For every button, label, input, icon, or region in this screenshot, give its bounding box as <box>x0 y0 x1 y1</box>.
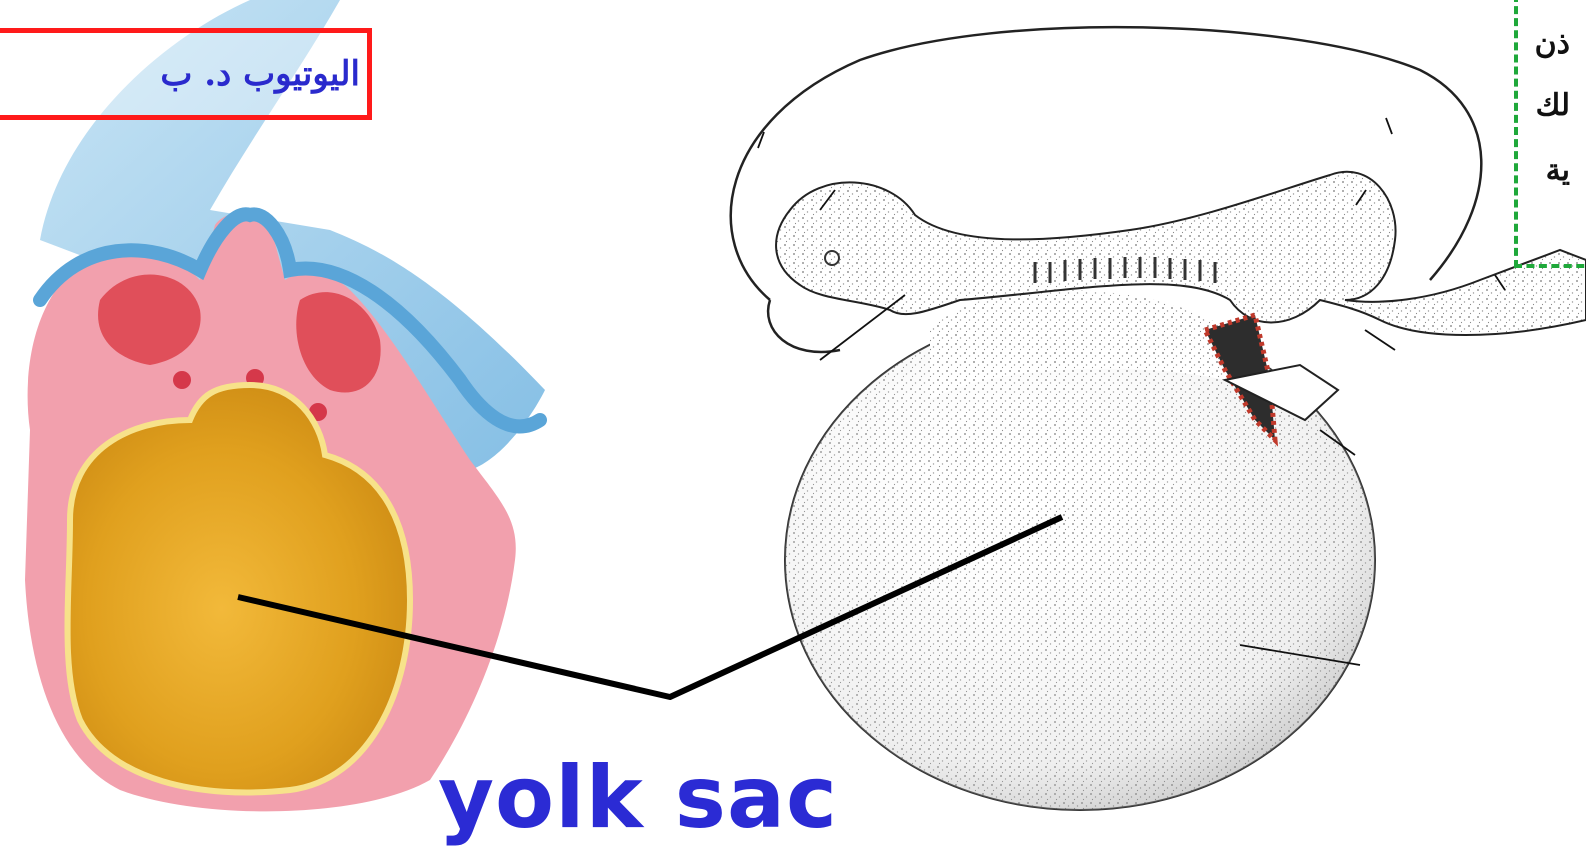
channel-label: اليوتيوب د. ب <box>0 33 360 115</box>
channel-label-box: اليوتيوب د. ب <box>0 28 372 120</box>
note-line-1: ذن <box>1535 26 1570 61</box>
yolk-sac-caption: yolk sac <box>438 748 838 848</box>
note-line-2: لك <box>1536 88 1570 123</box>
note-box: ذن لك ية <box>1514 0 1586 268</box>
note-line-3: ية <box>1546 153 1570 188</box>
